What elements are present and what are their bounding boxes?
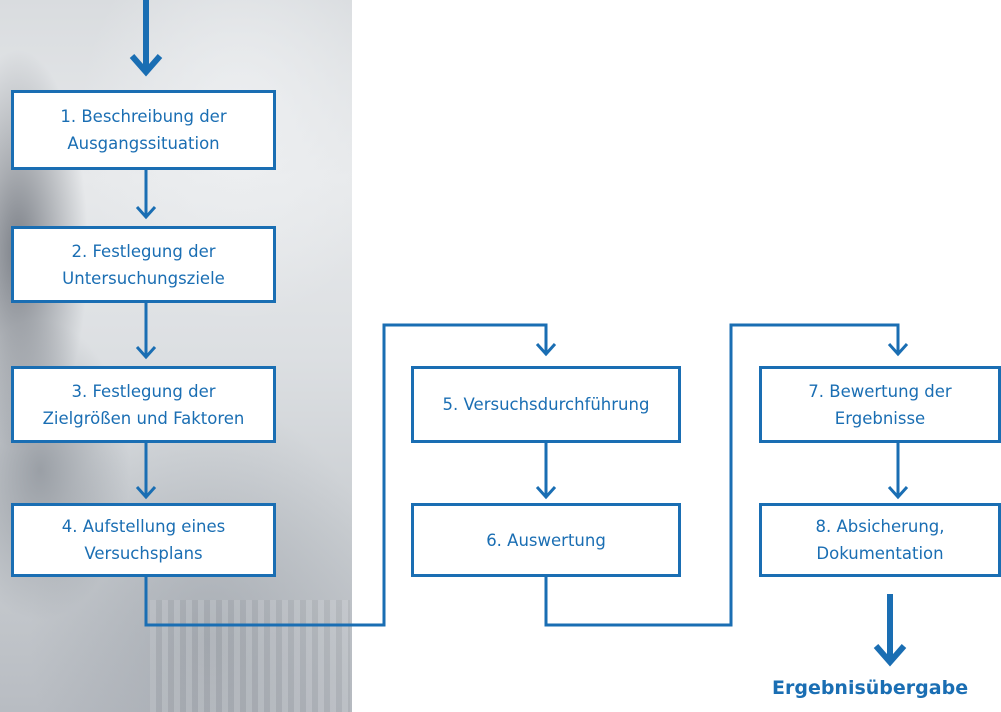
arrow-step3-to-step4	[135, 443, 157, 500]
step-5-label: 5. Versuchsdurchführung	[442, 395, 650, 414]
result-label: Ergebnisübergabe	[772, 677, 969, 699]
step-2-box: 2. Festlegung der Untersuchungsziele	[11, 226, 276, 303]
step-3-box: 3. Festlegung der Zielgrößen und Faktore…	[11, 366, 276, 443]
background-photo-texture	[150, 600, 350, 712]
step-7-box: 7. Bewertung der Ergebnisse	[759, 366, 1001, 443]
step-7-label: 7. Bewertung der Ergebnisse	[808, 381, 952, 428]
step-6-label: 6. Auswertung	[486, 530, 606, 550]
step-8-box: 8. Absicherung, Dokumentation	[759, 503, 1001, 577]
step-6-box: 6. Auswertung	[411, 503, 681, 577]
connector-step6-to-step7	[544, 323, 909, 627]
exit-arrow-icon	[873, 594, 907, 667]
step-4-label: 4. Aufstellung eines Versuchsplans	[61, 517, 226, 563]
step-3-label: 3. Festlegung der Zielgrößen und Faktore…	[42, 381, 245, 428]
step-8-label: 8. Absicherung, Dokumentation	[815, 517, 945, 563]
entry-arrow-icon	[129, 0, 163, 77]
arrow-step7-to-step8	[887, 443, 909, 500]
step-1-label: 1. Beschreibung der Ausgangssituation	[60, 107, 227, 153]
arrow-step2-to-step3	[135, 303, 157, 360]
step-1-box: 1. Beschreibung der Ausgangssituation	[11, 90, 276, 170]
step-4-box: 4. Aufstellung eines Versuchsplans	[11, 503, 276, 577]
arrow-step1-to-step2	[135, 170, 157, 220]
step-2-label: 2. Festlegung der Untersuchungsziele	[62, 241, 225, 288]
arrow-step5-to-step6	[535, 443, 557, 500]
connector-step4-to-step5	[144, 323, 557, 627]
step-5-box: 5. Versuchsdurchführung	[411, 366, 681, 443]
